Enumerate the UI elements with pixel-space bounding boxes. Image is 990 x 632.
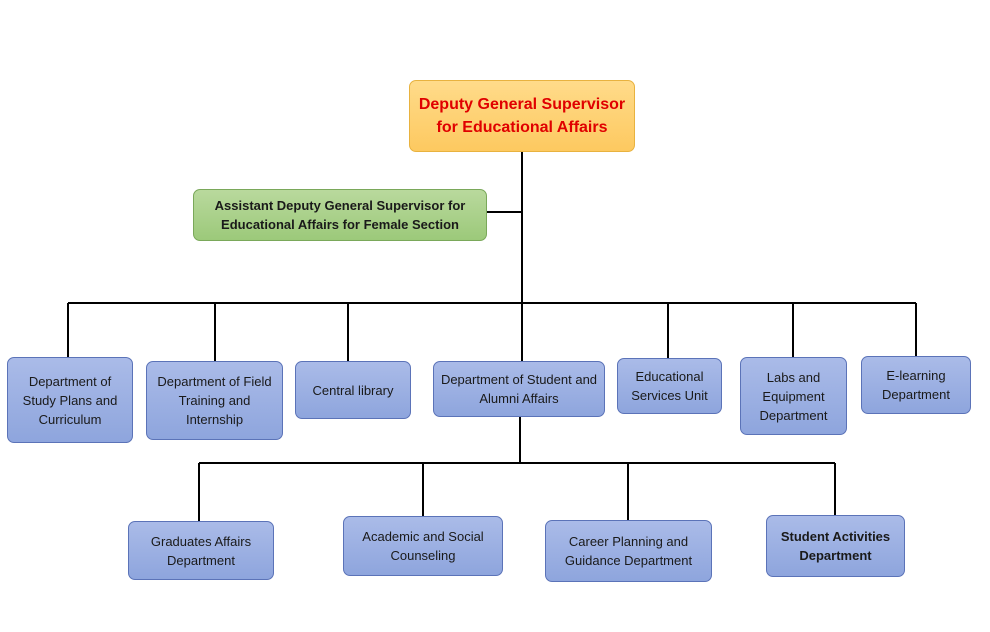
- career-planning-department-box: Career Planning and Guidance Department: [545, 520, 712, 582]
- labs-equipment-department-box: Labs and Equipment Department: [740, 357, 847, 435]
- student-alumni-affairs-label: Department of Student and Alumni Affairs: [440, 372, 598, 406]
- deputy-general-supervisor-box: Deputy General Supervisor for Educationa…: [409, 80, 635, 152]
- graduates-affairs-department-box: Graduates Affairs Department: [128, 521, 274, 580]
- graduates-affairs-department-label: Graduates Affairs Department: [150, 533, 252, 568]
- study-plans-department-label: Department of Study Plans and Curriculum: [22, 373, 118, 427]
- assistant-deputy-label: Assistant Deputy General Supervisor for …: [214, 198, 466, 232]
- labs-equipment-department-label: Labs and Equipment Department: [759, 369, 828, 423]
- educational-services-unit-label: Educational Services Unit: [631, 369, 708, 403]
- student-activities-department-box: Student Activities Department: [766, 515, 905, 577]
- e-learning-department-box: E-learning Department: [861, 356, 971, 414]
- e-learning-department-label: E-learning Department: [882, 368, 950, 402]
- deputy-general-supervisor-label: Deputy General Supervisor for Educationa…: [418, 96, 626, 136]
- student-activities-department-label: Student Activities Department: [780, 529, 891, 563]
- field-training-department-label: Department of Field Training and Interns…: [157, 374, 272, 427]
- academic-social-counseling-label: Academic and Social Counseling: [362, 529, 484, 563]
- student-alumni-affairs-box: Department of Student and Alumni Affairs: [433, 361, 605, 417]
- study-plans-department-box: Department of Study Plans and Curriculum: [7, 357, 133, 443]
- central-library-box: Central library: [295, 361, 411, 419]
- educational-services-unit-box: Educational Services Unit: [617, 358, 722, 414]
- assistant-deputy-box: Assistant Deputy General Supervisor for …: [193, 189, 487, 241]
- career-planning-department-label: Career Planning and Guidance Department: [564, 534, 693, 568]
- central-library-label: Central library: [312, 382, 394, 398]
- field-training-department-box: Department of Field Training and Interns…: [146, 361, 283, 440]
- academic-social-counseling-box: Academic and Social Counseling: [343, 516, 503, 576]
